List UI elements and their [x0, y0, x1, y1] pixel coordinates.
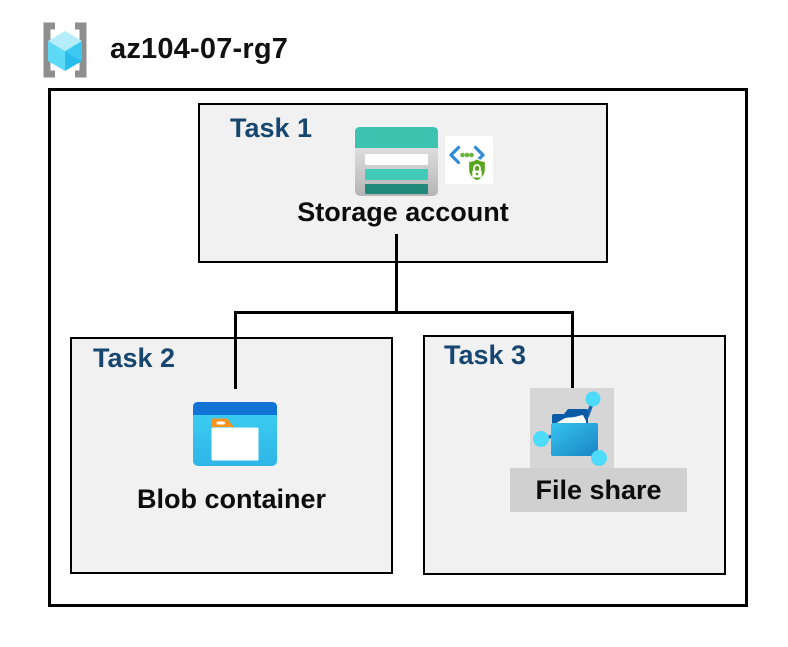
resource-group-icon [43, 22, 87, 78]
connector-to-fileshare [571, 311, 574, 391]
task2-label: Task 2 [93, 343, 176, 373]
connector-storage-stem [395, 234, 398, 314]
file-share-label: File share [535, 475, 662, 505]
connector-horizontal [234, 311, 574, 314]
resource-group-name: az104-07-rg7 [110, 33, 289, 65]
task3-label: Task 3 [444, 340, 527, 370]
task3-box: Task 3 [423, 335, 726, 575]
task2-box: Task 2 [70, 337, 393, 574]
secure-code-shield-icon [445, 136, 493, 184]
file-share-icon [530, 388, 614, 468]
file-share-label-background: File share [510, 468, 687, 512]
blob-container-label: Blob container [136, 484, 326, 514]
connector-to-blob [234, 311, 237, 389]
task1-label: Task 1 [230, 113, 313, 143]
blob-container-icon [193, 402, 277, 466]
storage-account-label: Storage account [297, 197, 509, 227]
storage-account-icon [355, 127, 438, 196]
